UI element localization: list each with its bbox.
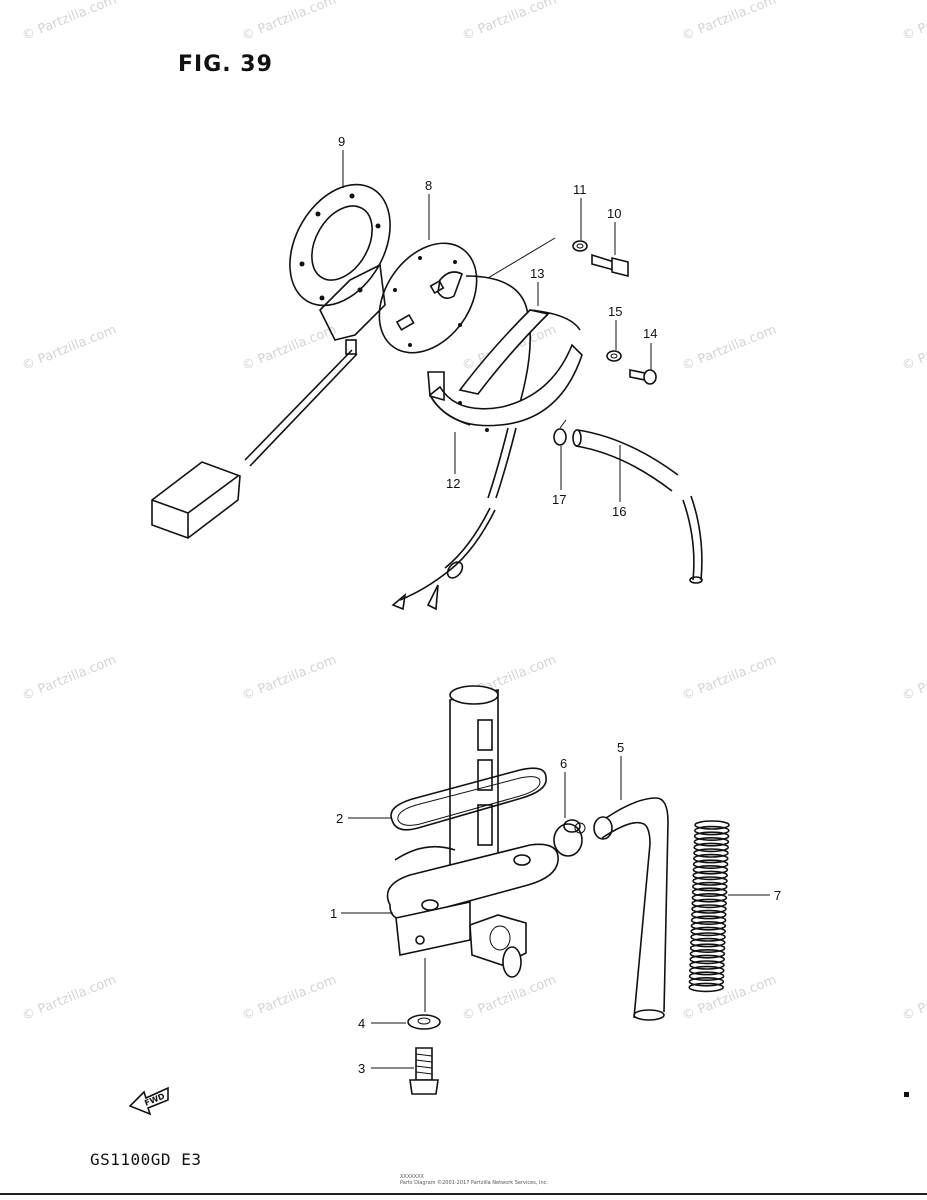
spring-coil	[693, 825, 730, 836]
part-14-screw	[629, 369, 657, 385]
spring-coil	[688, 965, 725, 976]
spring-coil	[690, 909, 727, 920]
registration-mark	[904, 1092, 909, 1097]
callout-8: 8	[425, 178, 432, 193]
callout-15: 15	[608, 304, 622, 319]
part-2-gasket	[390, 767, 547, 831]
part-15-washer	[606, 350, 622, 362]
callout-16: 16	[612, 504, 626, 519]
callout-13: 13	[530, 266, 544, 281]
spring-coil	[691, 898, 728, 909]
spring-coil	[689, 960, 725, 970]
callout-4: 4	[358, 1016, 365, 1031]
spring-coil	[692, 864, 729, 875]
bottom-rule	[0, 1193, 927, 1195]
part-10-bolt	[591, 253, 629, 278]
spring-coil	[688, 982, 725, 993]
leader-lines	[341, 150, 770, 1069]
callout-17: 17	[552, 492, 566, 507]
model-code: GS1100GD E3	[90, 1150, 202, 1169]
callout-6: 6	[560, 756, 567, 771]
spring-coil	[691, 904, 727, 914]
spring-coil	[689, 937, 726, 948]
part-7-spring	[688, 820, 730, 993]
spring-coil	[688, 971, 725, 982]
part-16-hose	[572, 429, 703, 584]
footer-credit-text: Parts Diagram ©2001-2017 Partzilla Netwo…	[400, 1180, 548, 1186]
part-9-gasket	[289, 183, 391, 307]
callout-1: 1	[330, 906, 337, 921]
callout-9: 9	[338, 134, 345, 149]
spring-coil	[691, 881, 728, 892]
spring-coil	[690, 920, 727, 931]
spring-coil	[692, 859, 729, 870]
spring-coil	[693, 848, 729, 858]
callout-10: 10	[607, 206, 621, 221]
footer-code: XXXXXXX	[400, 1174, 424, 1180]
callout-5: 5	[617, 740, 624, 755]
spring-coil	[689, 943, 726, 954]
part-17-clamp	[553, 419, 567, 446]
spring-coil	[690, 932, 726, 942]
spring-coil	[690, 915, 727, 926]
part-1-fuel-cock	[386, 685, 559, 978]
footer-credit: XXXXXXX Parts Diagram ©2001-2017 Partzil…	[400, 1174, 548, 1186]
spring-coil	[688, 976, 725, 987]
callout-12: 12	[446, 476, 460, 491]
spring-coil	[694, 820, 730, 830]
callout-2: 2	[336, 811, 343, 826]
part-6-clamp	[553, 819, 586, 857]
callout-labels: 9 8 11 10 13 15 14 12 17 16 5 6 2 7 1 4 …	[330, 134, 781, 1076]
spring-coil	[689, 954, 726, 965]
spring-coil	[693, 842, 730, 853]
part-4-washer	[407, 1014, 441, 1030]
spring-coil	[693, 836, 730, 847]
callout-3: 3	[358, 1061, 365, 1076]
part-13-cover	[458, 309, 581, 395]
callout-7: 7	[774, 888, 781, 903]
spring-coil	[692, 876, 728, 886]
figure-title: FIG. 39	[178, 52, 273, 77]
part-8-fuel-level-gauge	[151, 242, 478, 539]
spring-coil	[692, 870, 729, 881]
callout-11: 11	[573, 182, 587, 197]
spring-coil	[690, 926, 727, 937]
spring-coil	[692, 853, 729, 864]
fwd-arrow-icon: FWD	[128, 1086, 169, 1116]
spring-coil	[691, 887, 728, 898]
part-11-washer	[572, 240, 588, 252]
part-5-hose	[593, 797, 669, 1021]
spring-coil	[691, 892, 728, 903]
part-3-bolt	[409, 1047, 439, 1095]
callout-14: 14	[643, 326, 657, 341]
part-12-protector	[427, 343, 583, 432]
spring-coil	[689, 948, 726, 959]
spring-coil	[693, 831, 730, 842]
